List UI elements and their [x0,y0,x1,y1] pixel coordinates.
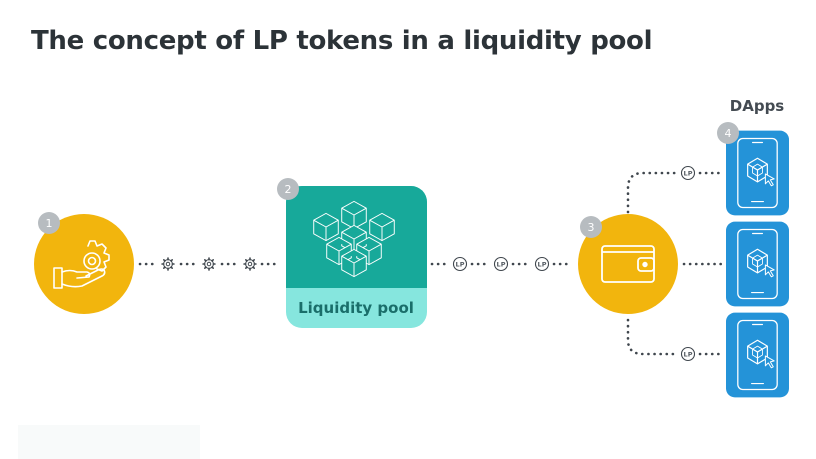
dapp-phone-3 [726,312,789,398]
lp-token-icon: LP [680,346,696,362]
svg-text:LP: LP [684,170,693,178]
lp-token-icon: LP [493,256,509,272]
step-badge: 2 [277,178,299,200]
footer-fade [18,425,200,459]
step-badge: 3 [580,216,602,238]
svg-text:LP: LP [497,261,506,269]
svg-text:2: 2 [285,183,292,196]
gear-token-icon [202,257,216,271]
svg-text:3: 3 [588,221,595,234]
lp-token-icon: LP [534,256,550,272]
lp-token-icon: LP [452,256,468,272]
dapp-phone-2 [726,221,789,307]
gear-token-icon [243,257,257,271]
dapp-phone-1 [726,130,789,216]
dapps-label: DApps [730,97,785,115]
liquidity-provider-node [34,214,134,314]
liquidity-pool-label: Liquidity pool [298,299,414,317]
step-badge: 1 [38,212,60,234]
liquidity-pool-node: Liquidity pool [286,186,427,328]
svg-text:LP: LP [684,351,693,359]
svg-text:1: 1 [46,217,53,230]
page-title: The concept of LP tokens in a liquidity … [31,26,653,56]
connector-3-4 [626,171,724,356]
wallet-node [578,214,678,314]
hand-gear-icon [53,240,110,289]
svg-text:LP: LP [456,261,465,269]
wallet-icon [601,245,655,283]
lp-token-icon: LP [680,165,696,181]
gear-token-icon [161,257,175,271]
svg-text:4: 4 [725,127,732,140]
step-badge: 4 [717,122,739,144]
svg-text:LP: LP [538,261,547,269]
